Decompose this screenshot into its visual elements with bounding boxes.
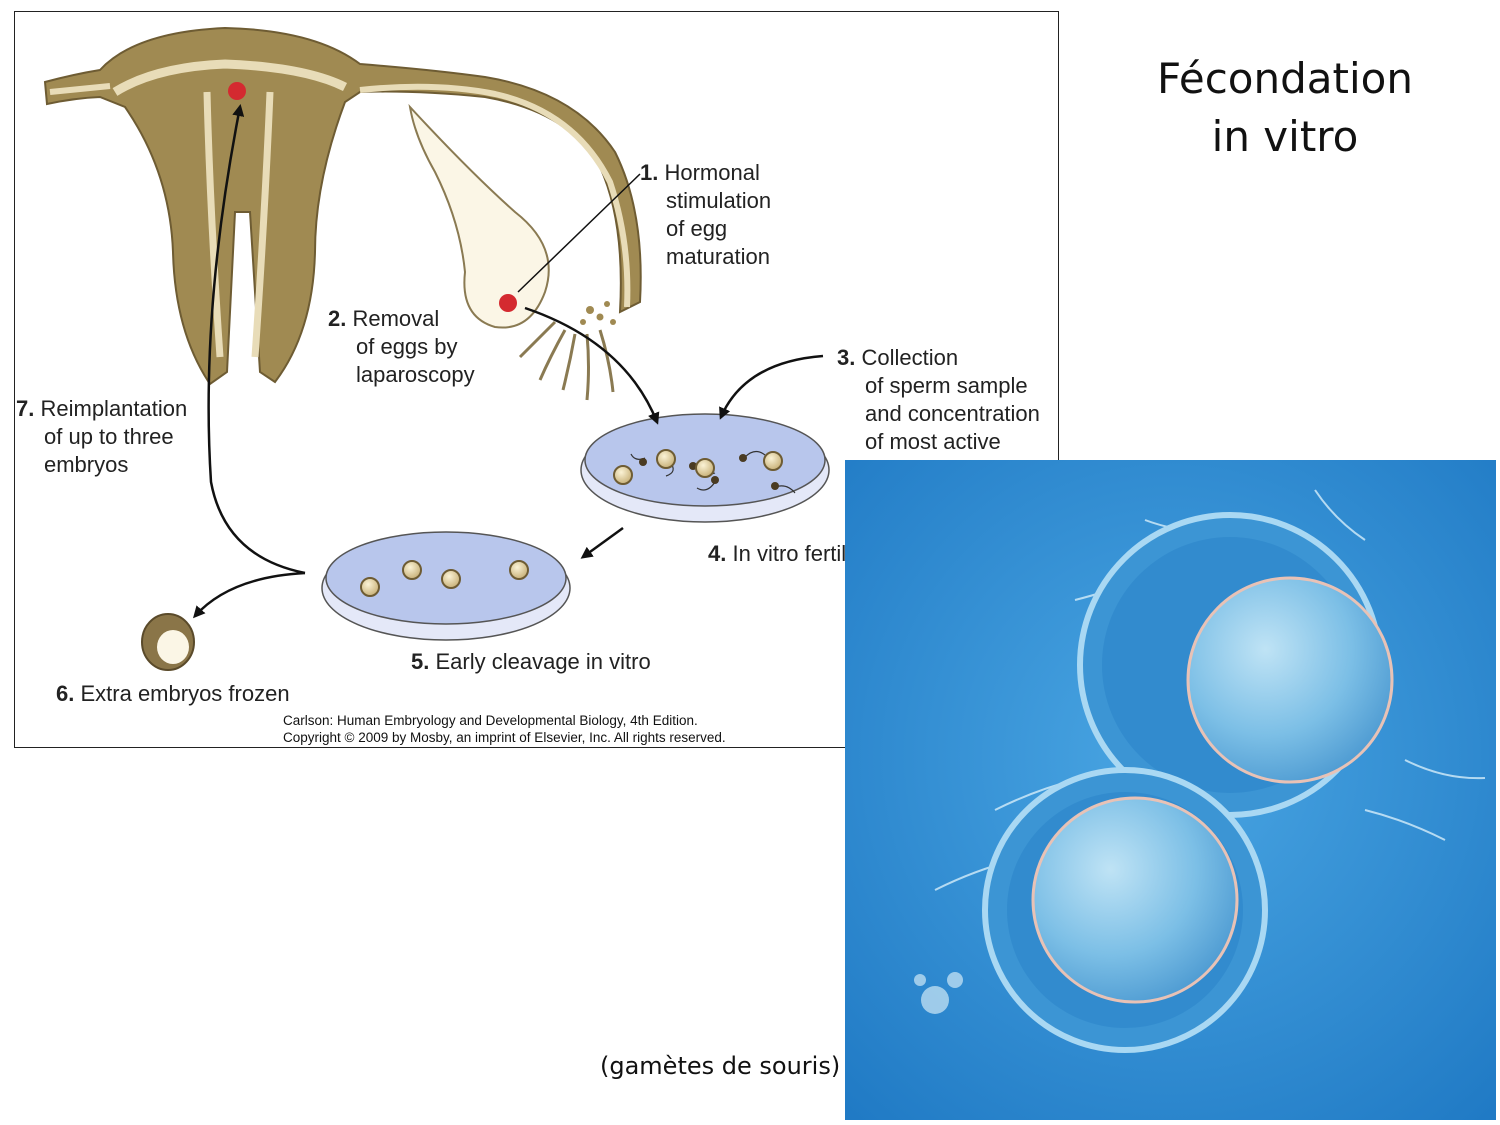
- step-7-label: 7. Reimplantation of up to three embryos: [16, 396, 188, 477]
- arrow-to-cleavage: [580, 526, 624, 559]
- mouse-gametes-photo: [845, 460, 1496, 1120]
- title-line-1: Fécondation: [1157, 54, 1413, 103]
- dish-cleavage: [321, 531, 571, 641]
- step-1-label: 1. Hormonal stimulation of egg maturatio…: [640, 160, 772, 269]
- slide-title: Fécondation in vitro: [1105, 50, 1465, 166]
- step-2-label: 2. Removal of eggs by laparoscopy: [328, 306, 475, 387]
- frozen-embryo: [141, 613, 195, 671]
- photo-caption: (gamètes de souris): [600, 1052, 841, 1080]
- step-6-label: 6. Extra embryos frozen: [56, 681, 290, 706]
- arrow-reimplantation: [207, 104, 306, 575]
- credit-line-1: Carlson: Human Embryology and Developmen…: [283, 713, 698, 728]
- arrow-sperm-to-dish: [719, 354, 824, 420]
- title-line-2: in vitro: [1211, 112, 1359, 161]
- arrow-to-frozen: [192, 571, 306, 619]
- dish-fertilization: [580, 413, 830, 523]
- step-5-label: 5. Early cleavage in vitro: [411, 649, 651, 674]
- uterus-illustration: [43, 26, 642, 401]
- diagram-credit: Carlson: Human Embryology and Developmen…: [283, 712, 726, 746]
- credit-line-2: Copyright © 2009 by Mosby, an imprint of…: [283, 730, 726, 745]
- ivf-diagram-illustration: [43, 26, 830, 671]
- micrograph-illustration: [845, 460, 1496, 1120]
- arrow-eggs-to-dish: [524, 306, 660, 425]
